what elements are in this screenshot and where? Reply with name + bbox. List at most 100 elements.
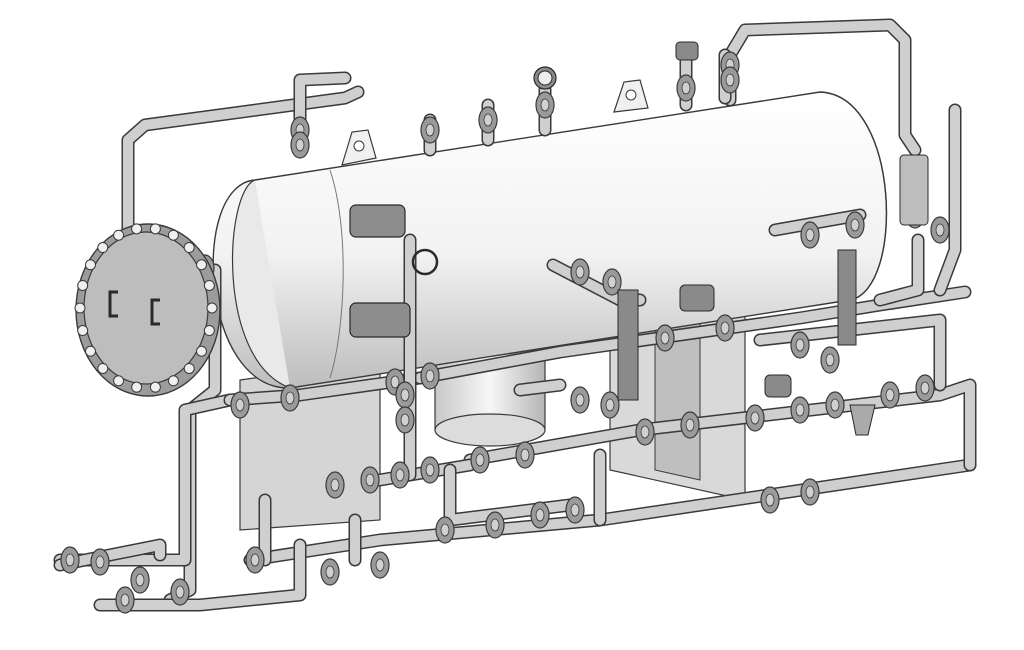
instruments bbox=[349, 41, 929, 436]
flange-bore bbox=[920, 381, 930, 395]
pipe bbox=[225, 373, 425, 405]
manway-handle-right bbox=[150, 298, 160, 326]
flange-bore bbox=[475, 453, 485, 467]
vessel-right-head bbox=[819, 91, 888, 301]
bolt bbox=[167, 229, 179, 241]
flange-bore bbox=[365, 473, 375, 487]
control-valve-actuator-lower bbox=[349, 302, 411, 338]
flange-bore bbox=[175, 585, 185, 599]
level-gauge-left bbox=[617, 289, 639, 401]
bolt bbox=[206, 302, 218, 314]
flange-bore bbox=[400, 413, 410, 427]
flange-bore bbox=[483, 113, 493, 127]
pipe bbox=[55, 395, 235, 565]
manway-bolts bbox=[74, 223, 218, 393]
flange-bore bbox=[425, 123, 435, 137]
flange-bore bbox=[235, 398, 245, 412]
flange-bore bbox=[935, 223, 945, 237]
bolt bbox=[84, 259, 96, 271]
flange-bore bbox=[885, 388, 895, 402]
flange-bore bbox=[535, 508, 545, 522]
bolt bbox=[74, 302, 86, 314]
bolt bbox=[183, 362, 195, 374]
flange-bore bbox=[540, 98, 550, 112]
flange-bore bbox=[395, 468, 405, 482]
flange-bore bbox=[440, 523, 450, 537]
bolt bbox=[203, 325, 215, 337]
pipe bbox=[875, 235, 923, 305]
flange-bore bbox=[390, 375, 400, 389]
flange-bore bbox=[750, 411, 760, 425]
flange-bore bbox=[660, 331, 670, 345]
flange-bore bbox=[520, 448, 530, 462]
pipe-outline bbox=[53, 393, 237, 567]
bolt bbox=[113, 229, 125, 241]
transmitter-right bbox=[764, 374, 792, 398]
flange-bore bbox=[575, 265, 585, 279]
pipe bbox=[95, 540, 305, 610]
flange-bore bbox=[640, 425, 650, 439]
flange-bore bbox=[685, 418, 695, 432]
transmitter-top bbox=[675, 41, 699, 61]
flange-bore bbox=[330, 478, 340, 492]
safety-valve bbox=[899, 154, 929, 226]
flange-bore bbox=[765, 493, 775, 507]
flange-bore bbox=[575, 393, 585, 407]
bolt bbox=[77, 325, 89, 337]
flange-bore bbox=[375, 558, 385, 572]
strainer bbox=[849, 404, 876, 436]
pipe bbox=[770, 210, 865, 235]
bolt bbox=[77, 279, 89, 291]
bolt bbox=[131, 223, 143, 235]
bolt bbox=[196, 345, 208, 357]
pipe bbox=[295, 73, 350, 125]
control-valve-actuator-upper bbox=[349, 204, 406, 238]
pipe bbox=[465, 380, 975, 470]
flange-bore bbox=[720, 321, 730, 335]
bolt bbox=[84, 345, 96, 357]
manway-cover bbox=[74, 223, 221, 397]
handwheel-icon bbox=[411, 248, 439, 276]
pipe bbox=[415, 287, 970, 383]
flange-bore bbox=[681, 81, 691, 95]
flange-bore bbox=[135, 573, 145, 587]
vessel-weld-seam bbox=[329, 169, 344, 379]
flange-bore bbox=[850, 218, 860, 232]
level-gauge-right bbox=[837, 249, 857, 346]
flange-bore bbox=[570, 503, 580, 517]
flange-bore bbox=[830, 398, 840, 412]
flange-bore bbox=[795, 338, 805, 352]
flange-bore bbox=[805, 228, 815, 242]
bolt bbox=[203, 279, 215, 291]
flange-bore bbox=[490, 518, 500, 532]
flange-bore bbox=[725, 73, 735, 87]
flange-bore bbox=[425, 369, 435, 383]
pipe bbox=[123, 87, 363, 245]
flange-bore bbox=[65, 553, 75, 567]
vessel-left-head bbox=[232, 179, 291, 389]
flange-bore bbox=[250, 553, 260, 567]
bolt bbox=[196, 259, 208, 271]
lifting-lugs bbox=[341, 79, 649, 166]
flange-bore bbox=[605, 398, 615, 412]
bolt bbox=[97, 362, 109, 374]
bolt bbox=[113, 375, 125, 387]
bolt bbox=[131, 381, 143, 393]
pipe bbox=[755, 315, 945, 390]
pipe bbox=[935, 105, 960, 295]
flange-bore bbox=[607, 275, 617, 289]
bolt bbox=[97, 242, 109, 254]
pipe bbox=[515, 380, 565, 395]
manway-handle-left bbox=[108, 290, 118, 318]
bolt bbox=[167, 375, 179, 387]
flange-bore bbox=[325, 565, 335, 579]
flange-bore bbox=[400, 388, 410, 402]
flange-bore bbox=[805, 485, 815, 499]
flange-bore bbox=[95, 555, 105, 569]
flange-bore bbox=[120, 593, 130, 607]
flange-bore bbox=[295, 138, 305, 152]
flange-bore bbox=[285, 391, 295, 405]
flange-bore bbox=[825, 353, 835, 367]
